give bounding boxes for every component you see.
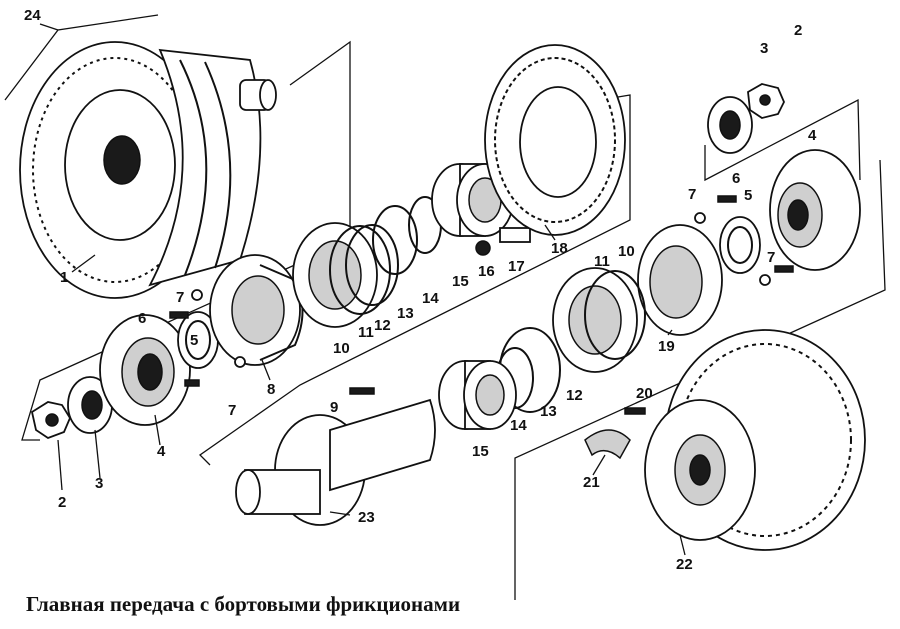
part-label-3: 3 [95,475,103,492]
lock-nut-right [747,83,785,119]
part-label-18: 18 [551,240,568,257]
part-label-10: 10 [333,340,350,357]
part-label-7: 7 [176,289,184,306]
part-label-12: 12 [374,317,391,334]
part-label-14: 14 [510,417,527,434]
part-label-22: 22 [676,556,693,573]
brake-segment [584,429,631,460]
adjusting-shims-left [292,222,399,328]
part-label-20: 20 [636,385,653,402]
part-label-5: 5 [190,332,198,349]
nut-16 [475,240,491,256]
final-drive-housing-right [644,329,866,551]
part-label-12: 12 [566,387,583,404]
bearing-cap-right [769,149,861,271]
bearing-cup [209,254,304,366]
lock-nut-left [30,401,72,440]
part-label-7: 7 [767,249,775,266]
lock-washer-right [707,96,753,154]
part-label-4: 4 [157,443,166,460]
part-label-1: 1 [60,269,68,286]
part-label-13: 13 [540,403,557,420]
part-label-3: 3 [760,40,768,57]
part-label-2: 2 [794,22,802,39]
lock-plate-17 [499,227,531,243]
part-label-23: 23 [358,509,375,526]
part-label-15: 15 [472,443,489,460]
part-label-9: 9 [330,399,338,416]
part-label-15: 15 [452,273,469,290]
part-label-5: 5 [744,187,752,204]
part-label-7: 7 [688,186,696,203]
part-label-21: 21 [583,474,600,491]
part-label-7: 7 [228,402,236,419]
part-label-6: 6 [138,310,146,327]
part-label-4: 4 [808,127,817,144]
diagram-caption: Главная передача с бортовыми фрикционами [26,592,461,616]
part-label-13: 13 [397,305,414,322]
seal-left [177,311,219,369]
part-labels: 1 2 2 3 3 4 4 5 5 6 6 7 7 7 7 8 9 10 10 … [24,7,817,573]
part-label-2: 2 [58,494,66,511]
part-label-16: 16 [478,263,495,280]
rings-left [372,196,442,275]
part-label-6: 6 [732,170,740,187]
part-label-14: 14 [422,290,439,307]
bolts [169,195,794,415]
part-label-11: 11 [594,253,610,270]
seal-right [719,216,761,274]
part-label-11: 11 [358,324,374,341]
part-label-10: 10 [618,243,635,260]
part-label-17: 17 [508,258,525,275]
final-drive-housing-left [19,41,277,299]
bearing-cap-left [99,314,191,426]
part-label-8: 8 [267,381,275,398]
leader-lines [39,23,686,556]
bevel-gear [484,44,626,236]
drive-shaft [235,398,436,526]
bearing-cup-right [637,224,723,336]
adjusting-shims-right [552,267,646,373]
roller-bearing-lower [438,360,517,430]
part-label-19: 19 [658,338,675,355]
part-label-24: 24 [24,7,41,24]
